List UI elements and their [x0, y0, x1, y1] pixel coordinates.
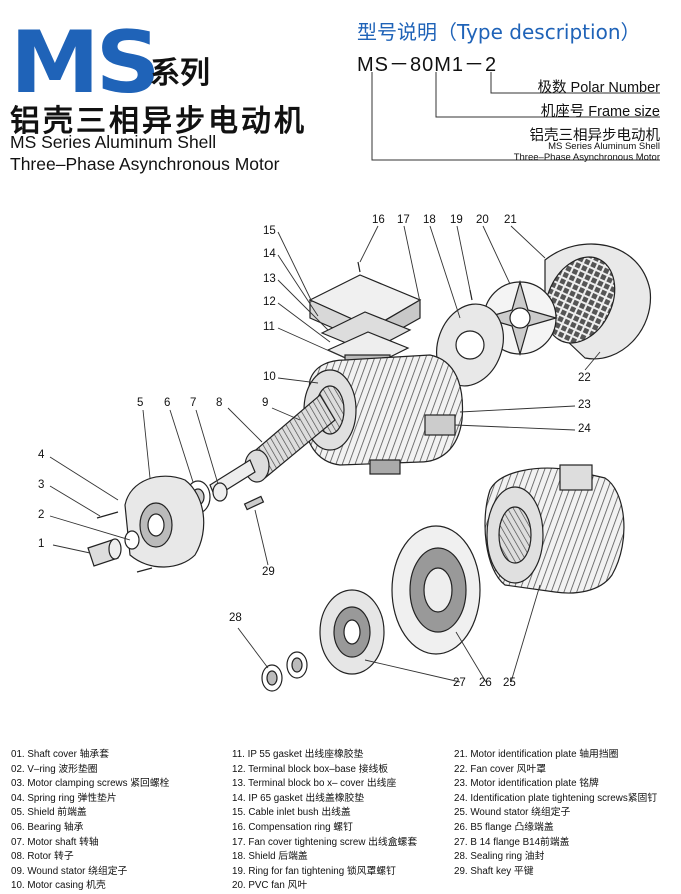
callout-21: 21	[504, 214, 517, 226]
legend-item: 11. IP 55 gasket 出线座橡胶垫	[232, 749, 364, 760]
legend-item: 19. Ring for fan tightening 锁风罩螺钉	[232, 865, 396, 877]
legend-item: 18. Shield 后端盖	[232, 851, 308, 863]
frame-size-label: 机座号 Frame size	[540, 104, 660, 120]
type-description-leader-lines	[371, 72, 660, 161]
motor-type-sub1: MS Series Aluminum Shell	[548, 141, 660, 152]
legend-item: 09. Wound stator 绕组定子	[11, 865, 128, 877]
b5-flange-part	[391, 525, 481, 655]
terminal-box-part	[308, 274, 422, 382]
legend-item: 16. Compensation ring 螺钉	[232, 821, 353, 833]
legend-item: 17. Fan cover tightening screw 出线盒螺套	[232, 836, 418, 848]
motor-type-sub2: Three–Phase Asynchronous Motor	[513, 152, 660, 163]
callout-26: 26	[479, 677, 492, 689]
english-title-line2: Three–Phase Asynchronous Motor	[10, 154, 280, 174]
screws-part	[96, 261, 473, 573]
callout-17: 17	[397, 214, 410, 226]
callout-leaders	[49, 225, 601, 683]
legend-item: 01. Shaft cover 轴承套	[11, 749, 110, 760]
legend-item: 04. Spring ring 弹性垫片	[11, 792, 117, 804]
b14-flange-part	[319, 589, 385, 675]
shaft-cover-part	[87, 530, 140, 567]
english-title-line1: MS Series Aluminum Shell	[10, 132, 217, 152]
legend-item: 25. Wound stator 绕组定子	[454, 807, 571, 819]
fan-cover-part	[544, 243, 652, 360]
legend-item: 20. PVC fan 风叶	[232, 880, 308, 892]
callout-9: 9	[262, 397, 269, 409]
rear-shield-part	[436, 303, 504, 387]
legend-item: 24. Identification plate tightening scre…	[454, 792, 658, 804]
callout-25: 25	[503, 677, 516, 689]
callout-1: 1	[38, 538, 45, 550]
legend-item: 21. Motor identification plate 轴用挡圈	[454, 749, 619, 760]
chinese-title: 铝壳三相异步电动机	[10, 104, 307, 139]
type-description-heading: 型号说明（Type description）	[357, 20, 641, 44]
callout-13: 13	[263, 273, 276, 285]
legend-item: 23. Motor identification plate 铭牌	[454, 778, 599, 790]
callout-2: 2	[38, 509, 45, 521]
legend-item: 02. V–ring 波形垫圈	[11, 763, 98, 775]
callout-22: 22	[578, 372, 591, 384]
callout-15: 15	[263, 225, 276, 237]
legend-item: 12. Terminal block box–base 接线板	[232, 763, 389, 775]
legend-column-3: 21. Motor identification plate 轴用挡圈 22. …	[454, 748, 657, 879]
legend-item: 08. Rotor 转子	[11, 851, 74, 863]
callout-10: 10	[263, 371, 276, 383]
legend-item: 29. Shaft key 平键	[454, 865, 534, 877]
callout-5: 5	[137, 397, 144, 409]
callout-19: 19	[450, 214, 463, 226]
callout-23: 23	[578, 399, 591, 411]
legend-column-1: 01. Shaft cover 轴承套 02. V–ring 波形垫圈 03. …	[11, 748, 169, 894]
series-label: 系列	[150, 56, 210, 91]
model-code: MS－80M1－2	[357, 54, 498, 76]
legend-column-2: 11. IP 55 gasket 出线座橡胶垫 12. Terminal blo…	[232, 748, 417, 894]
callout-11: 11	[263, 321, 275, 333]
exploded-motor-diagram	[49, 225, 652, 692]
legend-item: 05. Shield 前端盖	[11, 807, 87, 819]
polar-number-label: 极数 Polar Number	[537, 80, 660, 96]
legend-item: 27. B 14 flange B14前端盖	[454, 836, 570, 848]
callout-16: 16	[372, 214, 385, 226]
callout-29: 29	[262, 566, 275, 578]
callout-4: 4	[38, 449, 45, 461]
callout-14: 14	[263, 248, 276, 260]
english-title: MS Series Aluminum Shell Three–Phase Asy…	[10, 131, 279, 175]
legend-item: 13. Terminal block bo x– cover 出线座	[232, 778, 397, 790]
callout-3: 3	[38, 479, 45, 491]
callout-27: 27	[453, 677, 466, 689]
legend-item: 26. B5 flange 凸缘端盖	[454, 821, 554, 833]
callout-28: 28	[229, 612, 242, 624]
callout-18: 18	[423, 214, 436, 226]
callout-6: 6	[164, 397, 171, 409]
legend-item: 03. Motor clamping screws 紧回螺栓	[11, 778, 170, 790]
callout-12: 12	[263, 296, 276, 308]
wound-stator-part	[484, 464, 625, 594]
legend-item: 10. Motor casing 机壳	[11, 880, 106, 892]
legend-item: 22. Fan cover 风叶罩	[454, 763, 547, 775]
legend-item: 07. Motor shaft 转轴	[11, 836, 99, 848]
callout-7: 7	[190, 397, 197, 409]
sealing-ring-part	[261, 651, 308, 692]
callout-20: 20	[476, 214, 489, 226]
legend-item: 15. Cable inlet bush 出线盖	[232, 807, 351, 819]
motor-type-label: 铝壳三相异步电动机	[529, 128, 661, 144]
callout-24: 24	[578, 423, 591, 435]
legend-item: 06. Bearing 轴承	[11, 821, 84, 833]
ms-logo: MS	[10, 13, 161, 113]
legend-item: 14. IP 65 gasket 出线盖橡胶垫	[232, 792, 365, 804]
shaft-key-part	[243, 495, 265, 511]
front-shield-part	[124, 475, 205, 568]
legend-item: 28. Sealing ring 油封	[454, 851, 545, 863]
callout-8: 8	[216, 397, 223, 409]
